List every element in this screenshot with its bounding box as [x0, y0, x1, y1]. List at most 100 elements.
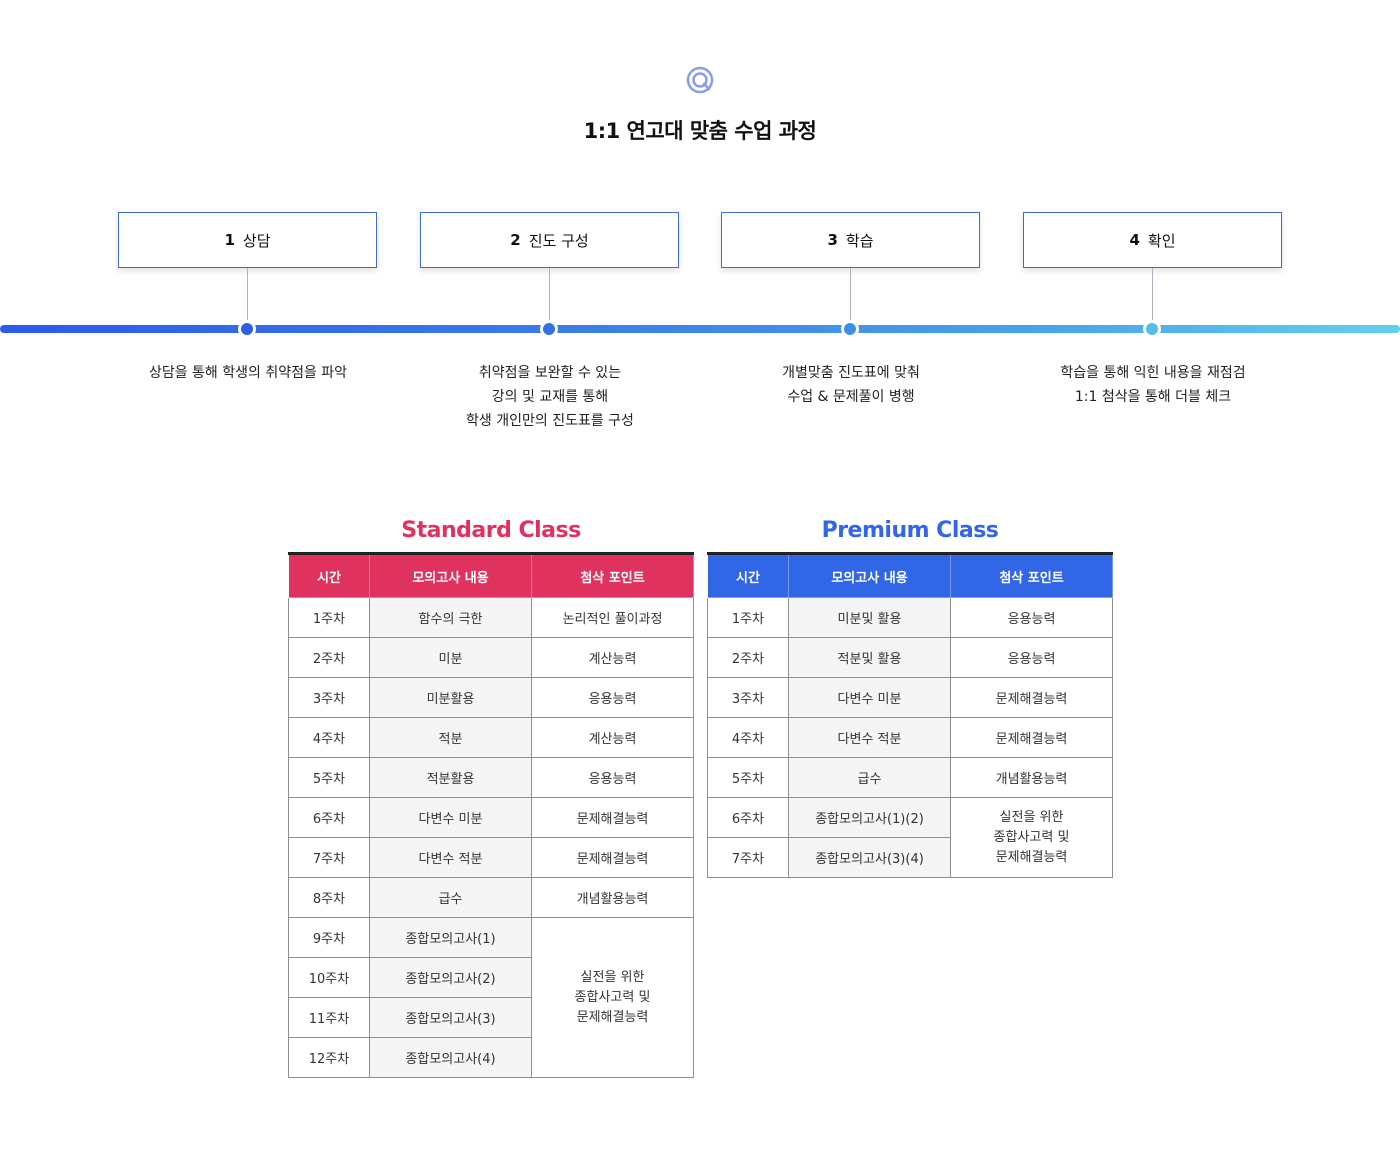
column-header: 첨삭 포인트 [531, 553, 694, 598]
content-cell: 종합모의고사(2) [369, 957, 532, 998]
description-line: 취약점을 보완할 수 있는 [478, 365, 622, 381]
step-label: 진도 구성 [528, 231, 589, 250]
column-header: 모의고사 내용 [788, 553, 951, 598]
table-row: 6주차 종합모의고사(1)(2) 실전을 위한 종합사고력 및 문제해결능력 [707, 797, 1113, 878]
week-cell: 6주차 [707, 797, 789, 838]
content-cell: 종합모의고사(4) [369, 1037, 532, 1078]
merged-point-cell: 실전을 위한 종합사고력 및 문제해결능력 [531, 917, 694, 1078]
column-header: 시간 [288, 553, 370, 598]
week-cell: 3주차 [707, 677, 789, 718]
point-cell: 문제해결능력 [950, 677, 1113, 718]
point-cell: 개념활용능력 [950, 757, 1113, 798]
column-header: 모의고사 내용 [369, 553, 532, 598]
content-cell: 미분 [369, 637, 532, 678]
week-cell: 1주차 [707, 597, 789, 638]
search-target-icon [686, 66, 714, 94]
merged-point-cell: 실전을 위한 종합사고력 및 문제해결능력 [950, 797, 1113, 878]
content-cell: 미분및 활용 [788, 597, 951, 638]
content-cell: 종합모의고사(3)(4) [788, 837, 951, 878]
point-cell: 계산능력 [531, 637, 694, 678]
point-cell: 응용능력 [531, 757, 694, 798]
timeline-dot [238, 320, 256, 338]
week-cell: 7주차 [707, 837, 789, 878]
point-line: 종합사고력 및 [574, 989, 651, 1005]
description-line: 강의 및 교재를 통해 [491, 389, 609, 405]
description-line: 학습을 통해 익힌 내용을 재점검 [1060, 365, 1246, 381]
content-cell: 적분및 활용 [788, 637, 951, 678]
step-connector [1152, 268, 1153, 328]
week-cell: 9주차 [288, 917, 370, 958]
column-header: 첨삭 포인트 [950, 553, 1113, 598]
week-cell: 4주차 [707, 717, 789, 758]
description-line: 상담을 통해 학생의 취약점을 파악 [148, 365, 348, 381]
week-cell: 1주차 [288, 597, 370, 638]
content-cell: 함수의 극한 [369, 597, 532, 638]
step-connector [850, 268, 851, 328]
step-box: 3 학습 [721, 212, 980, 268]
timeline-line [0, 325, 1400, 333]
week-cell: 3주차 [288, 677, 370, 718]
point-line: 문제해결능력 [576, 1009, 649, 1025]
point-cell: 응용능력 [950, 597, 1113, 638]
step-3-description: 개별맞춤 진도표에 맞춰 수업 & 문제풀이 병행 [701, 361, 1001, 409]
week-cell: 6주차 [288, 797, 370, 838]
point-cell: 문제해결능력 [531, 837, 694, 878]
description-line: 1:1 첨삭을 통해 더블 체크 [1074, 389, 1232, 405]
standard-class-title: Standard Class [401, 518, 581, 543]
week-cell: 2주차 [707, 637, 789, 678]
week-cell: 4주차 [288, 717, 370, 758]
content-cell: 다변수 적분 [788, 717, 951, 758]
point-cell: 논리적인 풀이과정 [531, 597, 694, 638]
column-header: 시간 [707, 553, 789, 598]
point-line: 종합사고력 및 [993, 829, 1070, 845]
week-cell: 8주차 [288, 877, 370, 918]
content-cell: 미분활용 [369, 677, 532, 718]
point-line: 문제해결능력 [995, 849, 1068, 865]
step-connector [247, 268, 248, 328]
description-line: 개별맞춤 진도표에 맞춰 [782, 365, 920, 381]
week-cell: 5주차 [707, 757, 789, 798]
content-cell: 적분 [369, 717, 532, 758]
step-number: 3 [827, 231, 838, 249]
content-cell: 종합모의고사(1) [369, 917, 532, 958]
content-cell: 급수 [788, 757, 951, 798]
week-cell: 10주차 [288, 957, 370, 998]
table-header-row: 시간 모의고사 내용 첨삭 포인트 [707, 553, 1113, 598]
content-cell: 다변수 미분 [788, 677, 951, 718]
step-3: 3 학습 [721, 212, 980, 328]
step-2: 2 진도 구성 [420, 212, 679, 328]
page-title: 1:1 연고대 맞춤 수업 과정 [583, 119, 817, 143]
step-box: 2 진도 구성 [420, 212, 679, 268]
week-cell: 2주차 [288, 637, 370, 678]
point-line: 실전을 위한 [580, 969, 645, 985]
content-cell: 급수 [369, 877, 532, 918]
point-line: 실전을 위한 [999, 809, 1064, 825]
week-cell: 11주차 [288, 997, 370, 1038]
content-cell: 다변수 적분 [369, 837, 532, 878]
week-cell: 7주차 [288, 837, 370, 878]
step-box: 1 상담 [118, 212, 377, 268]
content-cell: 종합모의고사(1)(2) [788, 797, 951, 838]
point-cell: 응용능력 [531, 677, 694, 718]
timeline-dot [1143, 320, 1161, 338]
point-cell: 계산능력 [531, 717, 694, 758]
content-cell: 적분활용 [369, 757, 532, 798]
step-connector [549, 268, 550, 328]
step-number: 4 [1129, 231, 1140, 249]
timeline-dot [841, 320, 859, 338]
content-cell: 종합모의고사(3) [369, 997, 532, 1038]
week-cell: 12주차 [288, 1037, 370, 1078]
description-line: 학생 개인만의 진도표를 구성 [466, 413, 634, 429]
